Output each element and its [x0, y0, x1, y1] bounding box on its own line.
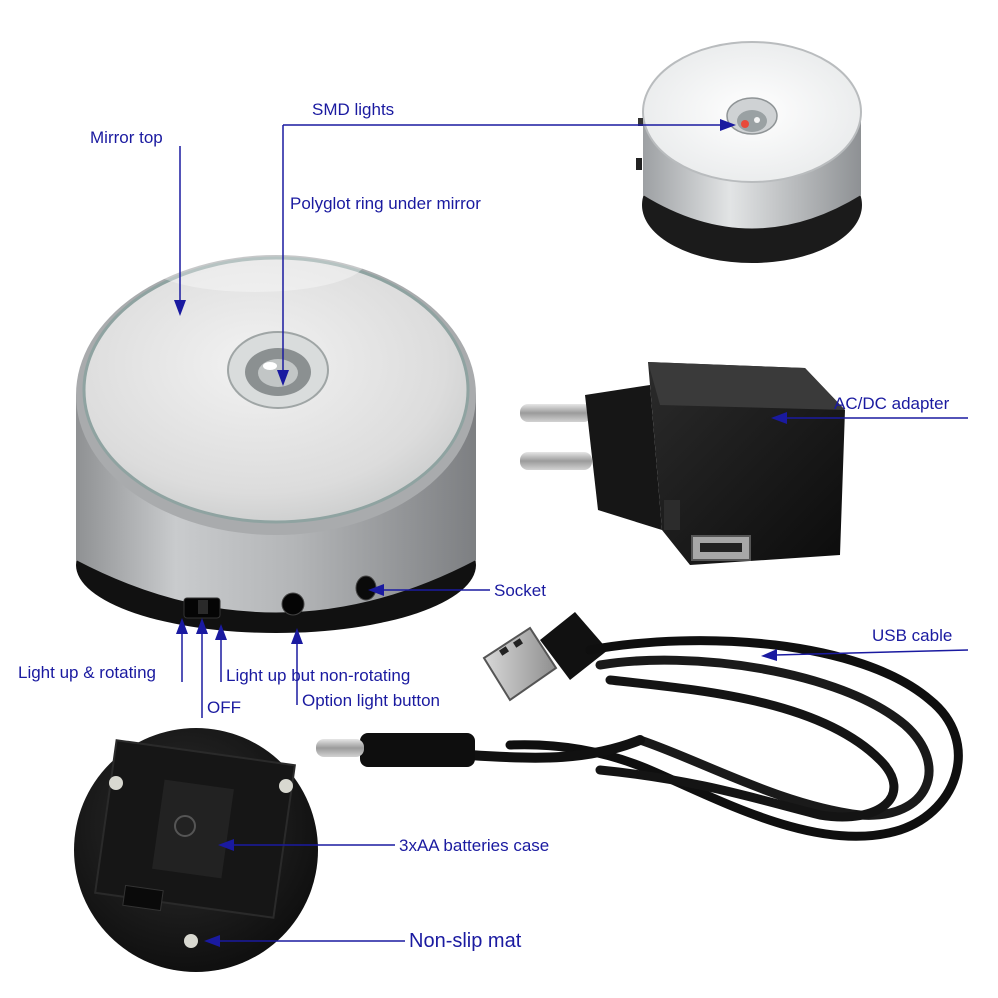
label-polyglot-ring: Polyglot ring under mirror — [290, 194, 481, 213]
label-light-up-non-rotating: Light up but non-rotating — [226, 666, 411, 685]
label-smd-lights: SMD lights — [312, 100, 395, 119]
bottom-view-photo — [74, 728, 318, 972]
label-option-light-button: Option light button — [302, 691, 440, 710]
label-mirror-top: Mirror top — [90, 128, 163, 147]
ac-dc-adapter-photo — [520, 362, 845, 565]
label-usb-cable: USB cable — [872, 626, 953, 645]
small-display-photo — [636, 41, 862, 263]
usb-cable-photo — [316, 612, 963, 841]
label-socket: Socket — [494, 581, 546, 600]
main-display-base — [76, 232, 476, 633]
label-light-up-rotating: Light up & rotating — [18, 663, 156, 682]
callout-arrows — [174, 119, 969, 947]
label-batteries-case: 3xAA batteries case — [399, 836, 550, 855]
label-non-slip-mat: Non-slip mat — [409, 930, 522, 952]
label-ac-dc-adapter: AC/DC adapter — [834, 394, 950, 413]
label-off: OFF — [207, 698, 241, 717]
